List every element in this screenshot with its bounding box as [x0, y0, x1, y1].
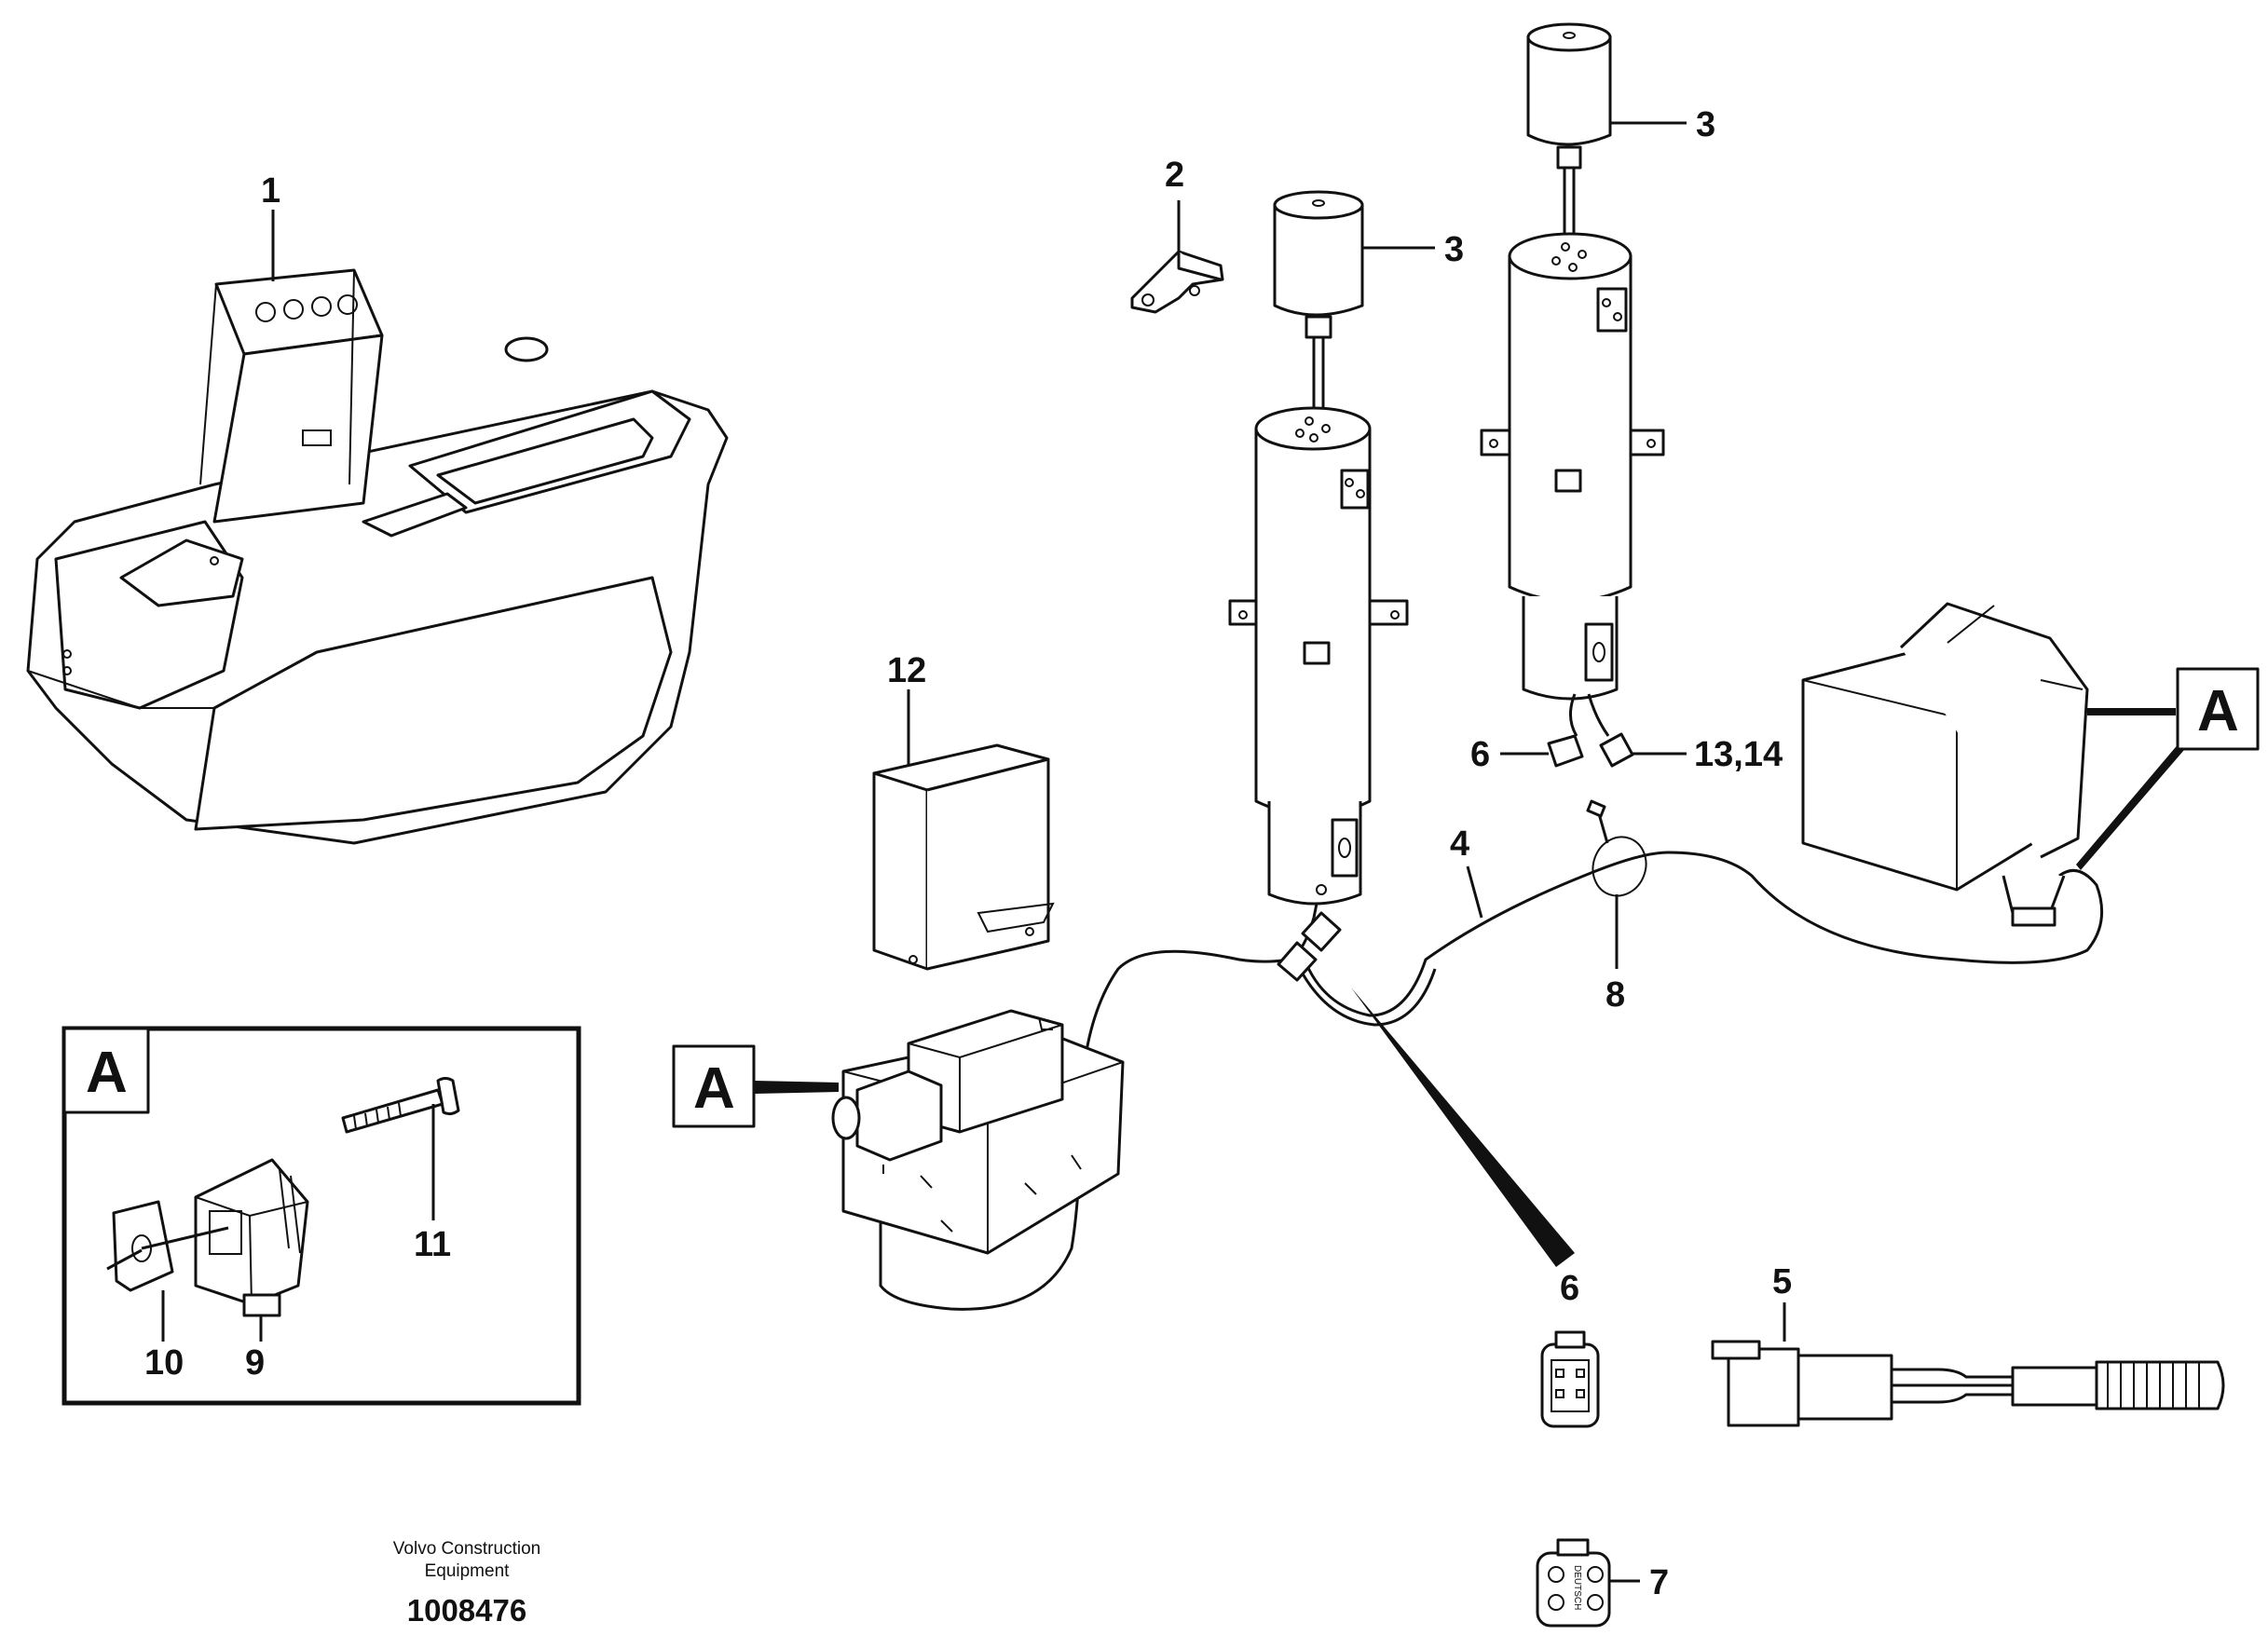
connector-7: DEUTSCH — [1536, 1538, 1611, 1628]
label-9: 9 — [245, 1343, 265, 1383]
relay-block — [1801, 602, 2089, 927]
cylinder-left — [1228, 406, 1409, 919]
pointer-a-valve — [755, 1081, 839, 1094]
connector-6 — [1540, 1330, 1600, 1428]
plug-connector — [141, 1158, 309, 1317]
label-4: 4 — [1450, 824, 1469, 864]
deutsch-marking: DEUTSCH — [1572, 1565, 1582, 1610]
pointer-harness-to-6 — [1351, 988, 1575, 1267]
pointer-a-relay-bottom — [2076, 736, 2190, 870]
gasket — [106, 1200, 174, 1292]
console-housing — [26, 268, 729, 845]
label-3b: 3 — [1696, 105, 1715, 144]
detail-marker-a-left — [672, 1044, 756, 1128]
label-8: 8 — [1605, 975, 1625, 1015]
footer-company-line2: Equipment — [425, 1561, 511, 1581]
label-3a: 3 — [1444, 230, 1464, 269]
connector-13-14-small — [1599, 732, 1634, 768]
solenoid-valve-block — [831, 1009, 1125, 1255]
label-7: 7 — [1649, 1563, 1669, 1602]
bracket — [1130, 250, 1224, 314]
label-6a: 6 — [1470, 735, 1490, 774]
leader-4 — [1466, 865, 1483, 919]
actuator-head-right — [1526, 22, 1612, 244]
label-5: 5 — [1772, 1262, 1792, 1301]
cover-guard — [872, 743, 1055, 971]
detail-a-inset-marker — [62, 1027, 150, 1114]
label-12: 12 — [887, 651, 926, 690]
label-2: 2 — [1165, 156, 1184, 195]
connector-6-small — [1547, 734, 1584, 768]
detail-a-inset-letter: A — [86, 1041, 128, 1105]
detail-marker-a-right — [2176, 667, 2260, 751]
footer-company-line1: Volvo Construction — [393, 1539, 540, 1559]
label-6b: 6 — [1560, 1269, 1579, 1308]
label-10: 10 — [144, 1343, 184, 1383]
label-13-14: 13,14 — [1694, 735, 1783, 774]
footer-drawing-number: 1008476 — [407, 1593, 526, 1628]
detail-marker-a-left-letter: A — [693, 1056, 735, 1121]
label-1: 1 — [261, 171, 280, 211]
actuator-head-left — [1273, 190, 1364, 417]
connector-5 — [1711, 1340, 2225, 1427]
cable-tie — [1586, 799, 1647, 897]
cylinder-right — [1480, 232, 1665, 737]
label-11: 11 — [414, 1225, 451, 1264]
screw — [341, 1077, 460, 1134]
pointer-a-relay-top — [2087, 708, 2176, 715]
detail-marker-a-right-letter: A — [2197, 679, 2239, 743]
